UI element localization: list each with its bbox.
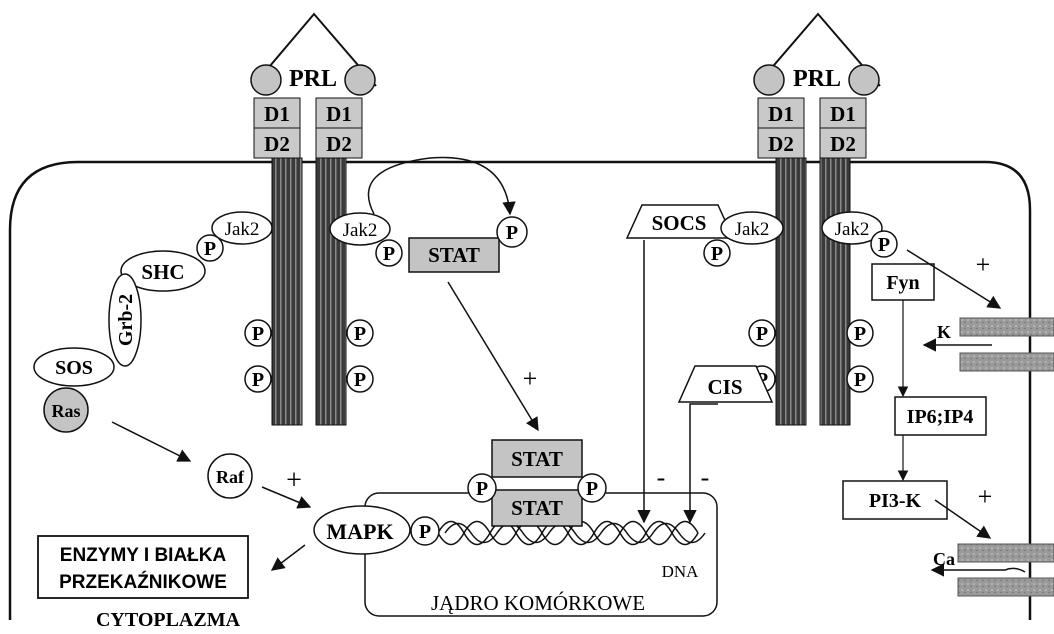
plus-sign-pi3k: +: [978, 482, 993, 511]
grb2-node: Grb-2: [109, 274, 141, 366]
dna-label: DNA: [662, 562, 700, 581]
phospho-jak2-right-inner: P: [704, 240, 730, 266]
d1-label: D1: [830, 102, 856, 126]
d1-label: D1: [264, 102, 290, 126]
svg-text:PI3-K: PI3-K: [869, 490, 922, 512]
phospho-mapk: P: [411, 517, 439, 545]
ip6-ip4-node: IP6;IP4: [895, 397, 986, 435]
svg-text:STAT: STAT: [511, 496, 563, 520]
phospho-jak2-left: P: [197, 235, 223, 261]
d1-label: D1: [326, 102, 352, 126]
k-ion-label: K: [937, 322, 951, 342]
mapk-to-enzymes-arrow: [272, 545, 305, 570]
phospho-jak2-right: P: [871, 231, 897, 257]
svg-text:P: P: [711, 243, 723, 265]
svg-text:SOCS: SOCS: [652, 211, 707, 235]
svg-text:Fyn: Fyn: [886, 272, 919, 294]
jak2-right-inner: Jak2: [721, 212, 783, 244]
svg-text:Jak2: Jak2: [343, 220, 378, 241]
svg-text:CIS: CIS: [707, 375, 742, 399]
prl-label: PRL: [793, 66, 841, 92]
svg-text:Jak2: Jak2: [735, 219, 770, 240]
svg-text:P: P: [419, 521, 431, 543]
plus-sign-stat: +: [523, 364, 538, 393]
svg-text:P: P: [878, 234, 890, 256]
d2-label: D2: [326, 132, 352, 156]
phosphorylation-loop-arrow: [368, 157, 510, 214]
phospho-jak2-inner: P: [376, 240, 402, 266]
svg-text:P: P: [506, 222, 518, 244]
svg-text:Grb-2: Grb-2: [115, 294, 137, 346]
pi3k-node: PI3-K: [843, 481, 947, 519]
svg-text:P: P: [854, 369, 866, 391]
stat-translocation-arrow: [448, 282, 538, 430]
raf-node: Raf: [208, 454, 252, 498]
svg-text:STAT: STAT: [428, 243, 480, 267]
socs-node: SOCS: [627, 205, 733, 238]
svg-text:SOS: SOS: [55, 357, 93, 379]
nucleus-label: JĄDRO KOMÓRKOWE: [431, 591, 645, 615]
svg-text:P: P: [252, 323, 264, 345]
enzymes-line2: PRZEKAŹNIKOWE: [59, 571, 227, 593]
plus-sign-raf: +: [286, 465, 302, 496]
d2-label: D2: [830, 132, 856, 156]
ca-ion-label: Ca: [933, 549, 955, 569]
prl-label: PRL: [289, 66, 337, 92]
svg-text:P: P: [354, 323, 366, 345]
svg-text:Jak2: Jak2: [225, 219, 260, 240]
d1-label: D1: [768, 102, 794, 126]
svg-text:P: P: [476, 478, 488, 500]
minus-sign-socs: -: [657, 463, 666, 492]
ras-to-raf-arrow: [112, 422, 190, 461]
svg-text:Raf: Raf: [216, 467, 245, 487]
enzymes-line1: ENZYMY I BIAŁKA: [60, 545, 227, 566]
svg-text:MAPK: MAPK: [326, 519, 393, 544]
d2-label: D2: [264, 132, 290, 156]
jak2-left-outer: Jak2: [212, 212, 272, 244]
enzymes-box: ENZYMY I BIAŁKA PRZEKAŹNIKOWE: [38, 536, 248, 598]
d2-label: D2: [768, 132, 794, 156]
minus-sign-cis: -: [701, 463, 710, 492]
svg-text:P: P: [252, 369, 264, 391]
cis-node: CIS: [679, 366, 772, 402]
plus-sign-k: +: [976, 250, 991, 279]
svg-text:P: P: [854, 323, 866, 345]
sos-node: SOS: [34, 348, 114, 386]
ras-node: Ras: [44, 388, 88, 432]
svg-text:Ras: Ras: [51, 401, 80, 421]
svg-text:P: P: [354, 369, 366, 391]
phospho-stat: P: [497, 217, 527, 247]
svg-text:SHC: SHC: [141, 260, 184, 284]
stat-cytoplasmic: STAT: [409, 238, 499, 272]
mapk-node: MAPK: [314, 506, 410, 554]
jak2-left-inner: Jak2: [330, 213, 390, 245]
svg-text:Jak2: Jak2: [835, 219, 870, 240]
cytoplasm-label: CYTOPLAZMA: [96, 609, 241, 631]
stat-dimer: STAT STAT P P: [468, 440, 606, 526]
svg-text:P: P: [586, 478, 598, 500]
fyn-node: Fyn: [872, 264, 934, 300]
svg-text:IP6;IP4: IP6;IP4: [907, 406, 974, 428]
svg-text:P: P: [383, 243, 395, 265]
svg-text:P: P: [204, 238, 216, 260]
svg-text:STAT: STAT: [511, 447, 563, 471]
svg-text:P: P: [756, 323, 768, 345]
